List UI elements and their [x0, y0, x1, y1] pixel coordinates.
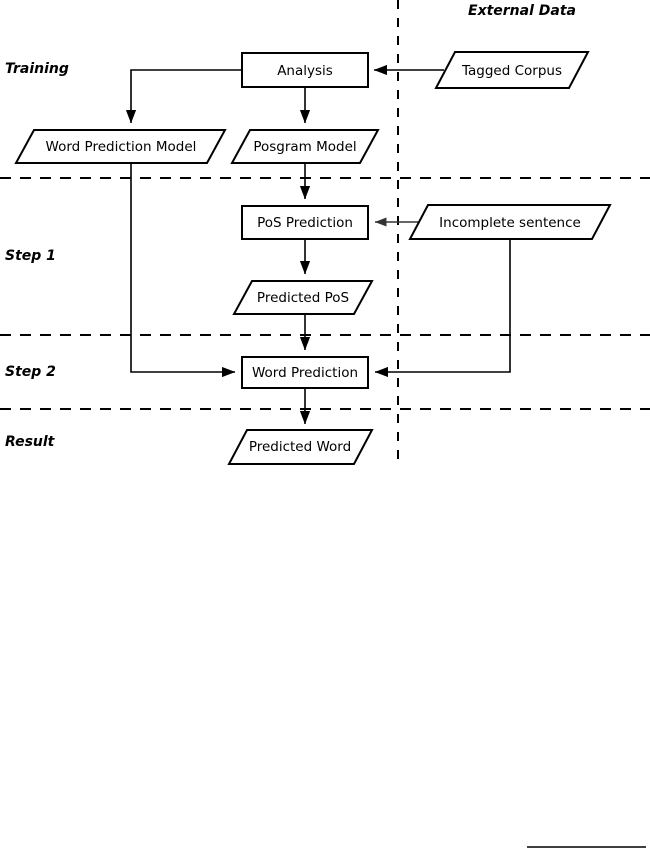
lane-label-result: Result: [5, 434, 56, 450]
node-pos-prediction-label: PoS Prediction: [257, 215, 353, 231]
edge-incomplete-sentence-to-word-prediction: [374, 239, 511, 378]
edge-analysis-to-word-prediction-model: [125, 69, 242, 124]
node-pos-prediction[interactable]: PoS Prediction: [241, 205, 369, 240]
node-tagged-corpus-shape: [434, 51, 590, 89]
node-word-prediction[interactable]: Word Prediction: [241, 356, 369, 389]
node-posgram-model-label: Posgram Model: [253, 139, 356, 155]
node-word-prediction-model-label: Word Prediction Model: [46, 139, 197, 155]
lane-label-step2: Step 2: [5, 364, 56, 380]
node-predicted-word-shape: [227, 429, 374, 465]
node-analysis[interactable]: Analysis: [241, 52, 369, 88]
node-word-prediction-shape: [241, 356, 369, 389]
node-predicted-pos-label: Predicted PoS: [257, 290, 349, 306]
node-pos-prediction-shape: [241, 205, 369, 240]
node-incomplete-sentence-shape: [408, 204, 612, 240]
node-analysis-shape: [241, 52, 369, 88]
node-predicted-word[interactable]: Predicted Word: [227, 429, 374, 465]
edge-word-prediction-model-to-word-prediction: [130, 163, 236, 378]
node-predicted-pos-shape: [232, 280, 374, 315]
lane-label-step1: Step 1: [5, 248, 56, 264]
node-incomplete-sentence-label: Incomplete sentence: [439, 215, 581, 231]
node-word-prediction-label: Word Prediction: [252, 365, 358, 381]
node-incomplete-sentence[interactable]: Incomplete sentence: [408, 204, 612, 240]
external-data-title: External Data: [468, 3, 576, 19]
node-posgram-model[interactable]: Posgram Model: [230, 129, 380, 164]
node-tagged-corpus[interactable]: Tagged Corpus: [434, 51, 590, 89]
node-posgram-model-shape: [230, 129, 380, 164]
node-analysis-label: Analysis: [277, 63, 333, 79]
node-word-prediction-model[interactable]: Word Prediction Model: [14, 129, 227, 164]
node-word-prediction-model-shape: [14, 129, 227, 164]
lane-label-training: Training: [5, 61, 69, 77]
node-tagged-corpus-label: Tagged Corpus: [461, 63, 562, 79]
node-predicted-pos[interactable]: Predicted PoS: [232, 280, 374, 315]
node-predicted-word-label: Predicted Word: [249, 439, 351, 455]
